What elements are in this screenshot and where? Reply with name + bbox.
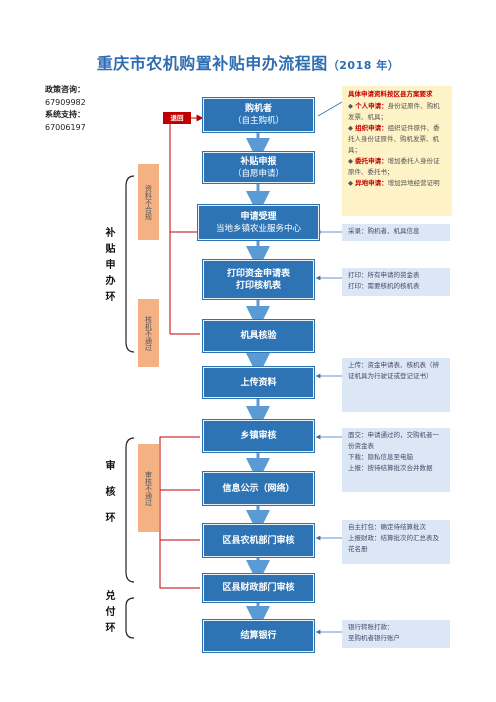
- policy-label: 政策咨询：: [45, 85, 85, 94]
- step-county-agri-review[interactable]: 区县农机部门审核: [203, 524, 314, 557]
- step-sub: （自愿申请）: [232, 168, 284, 179]
- requirement-item: ◆ 个人申请：身份证原件、购机发票、机具；: [348, 102, 440, 121]
- step-title: 区县财政部门审核: [222, 583, 295, 593]
- step-accept[interactable]: 申请受理 当地乡镇农业服务中心: [198, 205, 319, 240]
- support-phone: 67006197: [45, 122, 86, 132]
- title-year: （2018 年）: [327, 59, 400, 72]
- step-county-finance-review[interactable]: 区县财政部门审核: [203, 574, 314, 602]
- step-subsidy-apply[interactable]: 补贴申报 （自愿申请）: [203, 152, 314, 183]
- step-sub: 当地乡镇农业服务中心: [215, 223, 301, 234]
- policy-phone: 67909982: [45, 97, 86, 107]
- reject-review-failed: 审核不通过: [138, 444, 159, 532]
- step-title: 申请受理: [240, 211, 277, 222]
- contact-info: 政策咨询： 67909982 系统支持： 67006197: [45, 84, 86, 134]
- page-title: 重庆市农机购置补贴申办流程图（2018 年）: [0, 50, 496, 74]
- step-sub: （自主购机）: [232, 116, 284, 126]
- requirement-item: ◆ 委托申请：增加委托人身份证原件、委托书；: [348, 157, 440, 176]
- requirement-item: ◆ 组织申请：组织证件原件、委托人身份证原件、购机发票、机具；: [348, 124, 440, 154]
- step-publicity[interactable]: 信息公示（网络）: [203, 472, 314, 505]
- step-upload[interactable]: 上传资料: [203, 367, 314, 398]
- note-bank: 银行转账打款： 至购机者银行账户: [342, 620, 450, 648]
- step-title: 乡镇审核: [240, 431, 277, 441]
- step-title: 信息公示（网络）: [222, 483, 295, 494]
- requirement-item: ◆ 异地申请：增加异地经营证明: [348, 179, 440, 187]
- step-town-review[interactable]: 乡镇审核: [203, 420, 314, 452]
- step-verify-machine[interactable]: 机具核验: [203, 320, 314, 352]
- step-print[interactable]: 打印资金申请表 打印核机表: [203, 260, 314, 299]
- note-upload: 上传：资金申请表、核机表（辨证机具为行驶证或登记证书）: [342, 358, 450, 412]
- step-title: 机具核验: [240, 331, 277, 341]
- reject-docs-noncompliant: 资料不合规: [138, 164, 159, 240]
- phase-apply: 补贴申办环: [103, 227, 114, 307]
- step-title: 结算银行: [240, 631, 277, 641]
- step-title: 上传资料: [240, 377, 277, 388]
- step-title: 区县农机部门审核: [222, 535, 295, 546]
- reject-verify-failed: 核机不通过: [138, 299, 159, 367]
- step-title: 打印资金申请表: [226, 268, 290, 279]
- support-label: 系统支持：: [45, 110, 85, 119]
- note-town-review: 面交：申请通过的，交购机者一份资金表 下载：隐私信息至电脑 上报：按待结算批次合…: [342, 428, 450, 492]
- step-title: 补贴申报: [240, 156, 277, 167]
- note-record: 采录：购机者、机具信息: [342, 224, 450, 241]
- requirements-heading: 具体申请资料按区县方案要求: [348, 90, 433, 98]
- title-main: 重庆市农机购置补贴申办流程图: [96, 54, 328, 73]
- back-tag: 退回: [163, 112, 191, 124]
- phase-review: 审核环: [103, 460, 114, 538]
- note-county-review: 自主打包：确定待结算批次 上报财政：结算批次的汇总表及花名册: [342, 520, 450, 564]
- step-sub: 打印核机表: [235, 280, 281, 291]
- step-bank-settlement[interactable]: 结算银行: [203, 620, 314, 652]
- step-title: 购机者: [244, 104, 272, 114]
- phase-payment: 兑付环: [103, 590, 114, 638]
- requirements-box: 具体申请资料按区县方案要求 ◆ 个人申请：身份证原件、购机发票、机具； ◆ 组织…: [342, 86, 452, 216]
- note-print: 打印：所有申请的资金表 打印：需要核机的核机表: [342, 268, 450, 296]
- step-buyer[interactable]: 购机者 （自主购机）: [203, 98, 314, 132]
